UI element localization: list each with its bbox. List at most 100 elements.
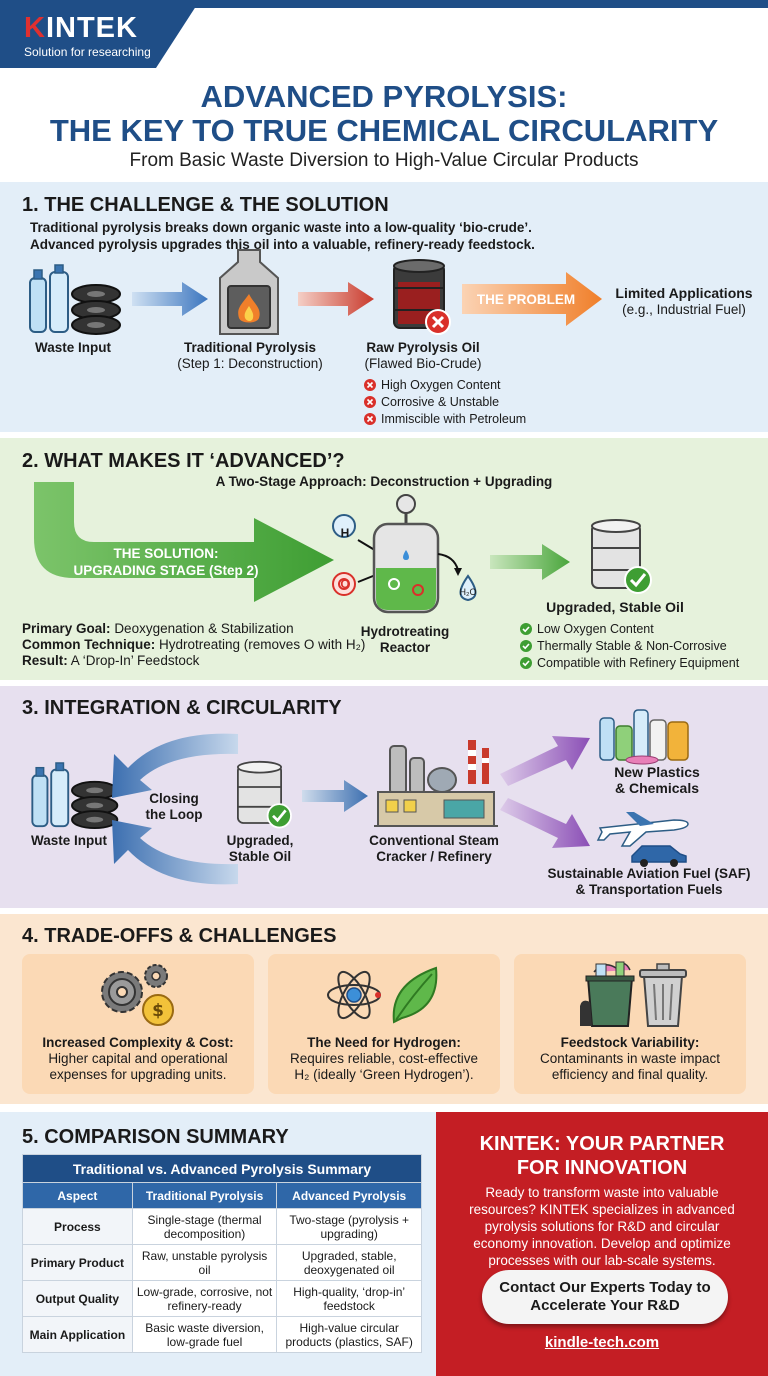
primary-goal-label: Primary Goal: — [22, 621, 111, 636]
cta-heading: KINTEK: YOUR PARTNER FOR INNOVATION — [436, 1132, 768, 1180]
upgraded-oil-barrel-icon — [237, 760, 292, 829]
problem-label: THE PROBLEM — [476, 292, 576, 307]
card-3-line-2: efficiency and final quality. — [551, 1067, 709, 1082]
saf-label-2: & Transportation Fuels — [575, 882, 723, 897]
x-circle-icon — [364, 412, 376, 425]
arrow-down-right-icon — [500, 798, 590, 848]
upgraded-oil-label-2: Stable Oil — [228, 849, 292, 864]
table-cell: Raw, unstable pyrolysis oil — [131, 1244, 278, 1281]
closing-loop-1: Closing — [149, 791, 199, 806]
table-title: Traditional vs. Advanced Pyrolysis Summa… — [22, 1154, 422, 1183]
cta-heading-line-1: KINTEK: YOUR PARTNER — [479, 1133, 725, 1155]
technique-label: Common Technique: — [22, 637, 156, 652]
table-cell: High-quality, ‘drop-in’ feedstock — [276, 1280, 422, 1317]
table-cell: Output Quality — [22, 1280, 133, 1317]
limited-applications-sub: (e.g., Industrial Fuel) — [622, 302, 746, 317]
title-line-2: THE KEY TO TRUE CHEMICAL CIRCULARITY — [49, 113, 719, 148]
comparison-table: Traditional vs. Advanced Pyrolysis Summa… — [22, 1154, 422, 1353]
table-row: Main Application Basic waste diversion, … — [22, 1316, 422, 1353]
section3-heading: 3. INTEGRATION & CIRCULARITY — [22, 697, 342, 719]
traditional-pyrolysis-label: Traditional Pyrolysis — [183, 340, 317, 355]
result: Result: A ‘Drop-In’ Feedstock — [22, 653, 199, 669]
common-technique: Common Technique: Hydrotreating (removes… — [22, 637, 365, 653]
refinery-factory-icon — [374, 740, 498, 827]
card-3-title: Feedstock Variability: — [560, 1035, 700, 1050]
column-header: Traditional Pyrolysis — [131, 1182, 278, 1209]
waste-bottles-tires-icon — [29, 264, 121, 335]
table-row: Process Single-stage (thermal decomposit… — [22, 1208, 422, 1245]
arrow-right-icon — [302, 780, 368, 812]
logo: KINTEK — [24, 12, 138, 44]
table-cell: High-value circular products (plastics, … — [276, 1316, 422, 1353]
furnace-fire-icon — [219, 249, 279, 335]
arrow-right-icon — [490, 544, 570, 580]
atom-leaf-icon — [327, 966, 438, 1024]
upgraded-oil-label-1: Upgraded, — [226, 833, 294, 848]
raw-oil-barrel-icon — [393, 259, 451, 335]
card-1-line-2: expenses for upgrading units. — [49, 1067, 227, 1082]
closing-loop-arrows-icon — [112, 733, 238, 885]
card-2-title: The Need for Hydrogen: — [307, 1035, 461, 1050]
raw-oil-label: Raw Pyrolysis Oil — [366, 340, 480, 355]
contact-button-line-2: Accelerate Your R&D — [530, 1297, 680, 1314]
title-line-1: ADVANCED PYROLYSIS: — [200, 79, 568, 114]
waste-bottles-tires-icon — [31, 762, 119, 830]
cracker-label-2: Cracker / Refinery — [376, 849, 492, 864]
benefits-list: Low Oxygen Content Thermally Stable & No… — [520, 620, 739, 671]
flaw-item: Corrosive & Unstable — [364, 393, 526, 410]
benefit-item: Compatible with Refinery Equipment — [520, 654, 739, 671]
arrow-right-icon — [132, 282, 208, 316]
limited-applications-label: Limited Applications — [615, 285, 753, 301]
section4-heading: 4. TRADE-OFFS & CHALLENGES — [22, 925, 337, 947]
section1-heading: 1. THE CHALLENGE & THE SOLUTION — [22, 194, 389, 216]
header-band — [0, 0, 768, 8]
contact-experts-button[interactable]: Contact Our Experts Today to Accelerate … — [482, 1270, 728, 1324]
primary-goal-value: Deoxygenation & Stabilization — [114, 621, 294, 636]
reactor-label-2: Reactor — [379, 640, 431, 655]
flaw-item: Immiscible with Petroleum — [364, 410, 526, 427]
table-cell: Upgraded, stable, deoxygenated oil — [276, 1244, 422, 1281]
water-label: H₂O — [459, 587, 477, 597]
flaw-item: High Oxygen Content — [364, 376, 526, 393]
cta-heading-line-2: FOR INNOVATION — [516, 1157, 688, 1179]
table-cell: Main Application — [22, 1316, 133, 1353]
table-cell: Low-grade, corrosive, not refinery-ready — [131, 1280, 278, 1317]
gears-coin-icon: $ — [101, 964, 174, 1026]
svg-text:$: $ — [152, 1001, 164, 1021]
section2-subheading: A Two-Stage Approach: Deconstruction + U… — [215, 474, 553, 489]
tradeoff-card — [22, 954, 254, 1094]
table-row: Output Quality Low-grade, corrosive, not… — [22, 1280, 422, 1317]
section1-intro-1: Traditional pyrolysis breaks down organi… — [30, 220, 532, 235]
trash-bins-icon — [580, 961, 687, 1027]
solution-line-1: THE SOLUTION: — [113, 546, 219, 561]
plastics-label-1: New Plastics — [614, 764, 700, 780]
cta-panel — [436, 1112, 768, 1376]
card-1-title: Increased Complexity & Cost: — [42, 1035, 234, 1050]
raw-oil-sub: (Flawed Bio-Crude) — [364, 356, 482, 371]
section-challenge — [0, 182, 768, 432]
hydrotreating-reactor-icon — [332, 494, 477, 614]
website-link[interactable]: kindle-tech.com — [544, 1334, 660, 1351]
card-2-line-1: Requires reliable, cost-effective — [289, 1051, 479, 1066]
check-circle-icon — [520, 622, 532, 635]
benefit-text: Low Oxygen Content — [537, 621, 654, 636]
table-cell: Single-stage (thermal decomposition) — [131, 1208, 278, 1245]
table-cell: Process — [22, 1208, 133, 1245]
plastic-bottles-icon — [599, 709, 689, 765]
closing-loop-2: the Loop — [145, 807, 203, 822]
waste-input-label: Waste Input — [35, 340, 111, 355]
h-atom-label: H — [340, 526, 350, 540]
cta-body: Ready to transform waste into valuable r… — [469, 1185, 735, 1268]
benefit-item: Low Oxygen Content — [520, 620, 739, 637]
x-circle-icon — [364, 378, 376, 391]
card-2-line-2: H₂ (ideally ‘Green Hydrogen’). — [294, 1067, 474, 1082]
benefit-item: Thermally Stable & Non-Corrosive — [520, 637, 739, 654]
flaw-text: Immiscible with Petroleum — [381, 411, 527, 426]
x-circle-icon — [364, 395, 376, 408]
problem-arrow-icon — [462, 272, 602, 326]
waste-input-label: Waste Input — [31, 833, 107, 848]
traditional-pyrolysis-sub: (Step 1: Deconstruction) — [177, 356, 323, 371]
column-header: Aspect — [22, 1182, 133, 1209]
upgraded-oil-barrel-icon — [591, 519, 652, 594]
section2-heading: 2. WHAT MAKES IT ‘ADVANCED’? — [22, 450, 345, 472]
